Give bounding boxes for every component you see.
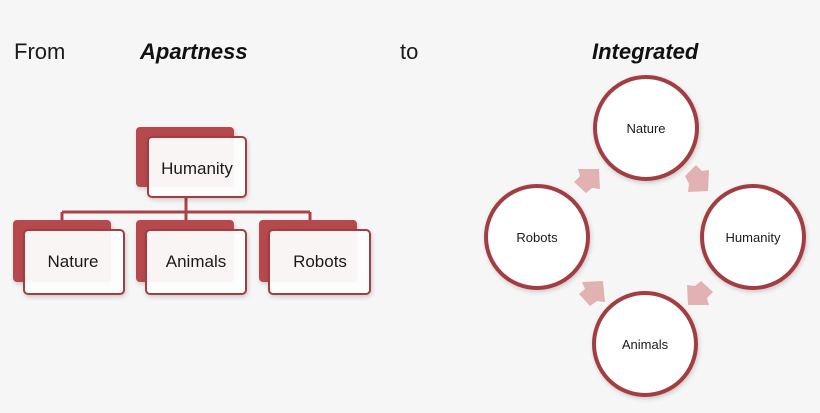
arrow-nature-to-humanity-icon <box>685 165 709 192</box>
child-robots-label: Robots <box>293 252 347 271</box>
root-node-label: Humanity <box>161 159 233 178</box>
child-animals-label: Animals <box>166 252 226 271</box>
heading-to: to <box>400 39 418 64</box>
cycle-node-nature: Nature <box>593 75 699 181</box>
child-nature-card <box>23 229 125 295</box>
child-animals-card <box>145 229 247 295</box>
hierarchy-child-nature: Nature <box>13 220 125 295</box>
hierarchy-child-animals: Animals <box>136 220 247 295</box>
arrow-robots-to-nature-icon <box>574 169 600 193</box>
heading-apartness: Apartness <box>139 39 248 64</box>
cycle-arrows <box>574 165 713 306</box>
cycle-node-nature-label: Nature <box>626 121 665 136</box>
heading-from: From <box>14 39 65 64</box>
arrow-animals-to-robots-icon <box>579 281 605 306</box>
heading-integrated: Integrated <box>592 39 699 64</box>
cycle-node-humanity-label: Humanity <box>726 230 781 245</box>
cycle-node-animals-label: Animals <box>622 337 669 352</box>
cycle-node-robots-label: Robots <box>516 230 558 245</box>
hierarchy-root-node: Humanity <box>136 127 247 198</box>
cycle-node-robots-circle <box>484 184 590 290</box>
hierarchy-child-robots: Robots <box>259 220 371 295</box>
cycle-node-robots: Robots <box>484 184 590 290</box>
cycle-node-animals: Animals <box>592 291 698 397</box>
child-nature-label: Nature <box>47 252 98 271</box>
cycle-node-animals-circle <box>592 291 698 397</box>
cycle-node-humanity: Humanity <box>700 184 806 290</box>
child-robots-card <box>268 229 371 295</box>
cycle-node-nature-circle <box>593 75 699 181</box>
cycle-node-humanity-circle <box>700 184 806 290</box>
root-node-card <box>147 136 247 198</box>
hierarchy-connectors <box>60 197 312 222</box>
arrow-humanity-to-animals-icon <box>687 281 713 305</box>
